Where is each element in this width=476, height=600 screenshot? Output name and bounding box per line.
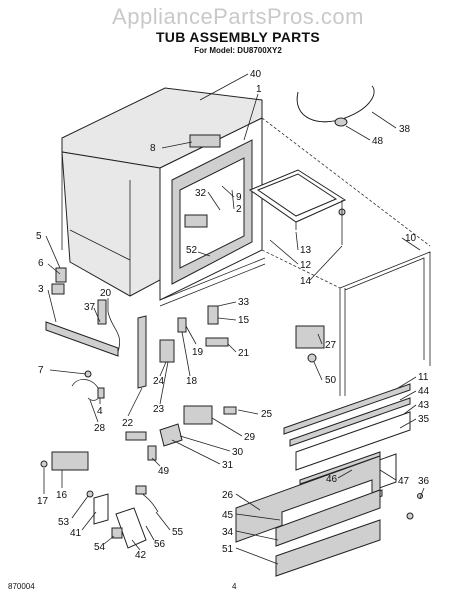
tub-cabinet [61, 87, 266, 307]
callout-label: 16 [56, 490, 68, 501]
callout-label: 5 [36, 231, 42, 242]
callout-label: 34 [222, 527, 234, 538]
callout-label: 33 [238, 297, 250, 308]
callout-label: 10 [405, 233, 417, 244]
hose-clamp [334, 117, 348, 127]
drain-hose [296, 85, 375, 123]
callout-label: 52 [186, 245, 198, 256]
callout-label: 53 [58, 517, 70, 528]
bracket-41 [93, 493, 109, 525]
callout-label: 7 [38, 365, 44, 376]
callout-label: 46 [326, 474, 338, 485]
callout-label: 23 [153, 404, 165, 415]
spring-28 [71, 379, 101, 401]
callout-label: 37 [84, 302, 96, 313]
valve-16 [51, 451, 89, 471]
callout-label: 41 [70, 528, 82, 539]
callout-label: 8 [150, 143, 156, 154]
part-29 [183, 405, 213, 425]
callout-label: 15 [238, 315, 250, 326]
callout-label: 54 [94, 542, 106, 553]
callout-label: 20 [100, 288, 112, 299]
callout-label: 27 [325, 340, 337, 351]
callout-label: 35 [418, 414, 430, 425]
callout-label: 55 [172, 527, 184, 538]
callout-label: 50 [325, 375, 337, 386]
callout-label: 11 [418, 372, 429, 383]
part-22 [137, 315, 147, 389]
panel-11 [283, 383, 411, 435]
watermark: AppliancePartsPros.com [112, 4, 364, 29]
callout-label: 6 [38, 258, 44, 269]
callout-label: 40 [250, 69, 262, 80]
callout-label: 31 [222, 460, 234, 471]
callout-label: 18 [186, 376, 198, 387]
callout-label: 43 [418, 400, 430, 411]
callout-label: 48 [372, 136, 384, 147]
callout-label: 30 [232, 447, 244, 458]
callout-label: 13 [300, 245, 312, 256]
callout-label: 9 [236, 192, 242, 203]
panel-51 [275, 519, 381, 577]
callout-label: 44 [418, 386, 430, 397]
callout-label: 51 [222, 544, 234, 555]
callout-label: 22 [122, 418, 134, 429]
callout-label: 28 [94, 423, 106, 434]
part-23 [159, 339, 175, 363]
callout-label: 2 [236, 204, 242, 215]
callout-label: 14 [300, 276, 312, 287]
callout-label: 24 [153, 376, 165, 387]
callout-label: 26 [222, 490, 234, 501]
footer-code: 870004 [8, 582, 35, 591]
callout-label: 45 [222, 510, 234, 521]
part-3-rail [45, 321, 119, 357]
callout-labels: 40 1 38 48 8 9 2 32 10 13 12 14 52 5 6 3… [36, 69, 430, 561]
callout-label: 47 [398, 476, 410, 487]
part-6 [55, 267, 67, 283]
callout-label: 56 [154, 539, 166, 550]
page-title: TUB ASSEMBLY PARTS [155, 29, 321, 45]
page-number: 4 [232, 582, 237, 591]
callout-label: 36 [418, 476, 430, 487]
tub-frame [339, 251, 431, 396]
callout-label: 12 [300, 260, 312, 271]
model-line: For Model: DU8700XY2 [194, 46, 282, 55]
callout-label: 42 [135, 550, 147, 561]
callout-label: 1 [256, 84, 262, 95]
leader-lines [43, 73, 425, 565]
callout-label: 21 [238, 348, 250, 359]
callout-label: 17 [37, 496, 49, 507]
callout-label: 38 [399, 124, 411, 135]
callout-label: 32 [195, 188, 207, 199]
callout-label: 19 [192, 347, 204, 358]
callout-label: 49 [158, 466, 170, 477]
callout-label: 25 [261, 409, 273, 420]
callout-label: 3 [38, 284, 44, 295]
callout-label: 4 [97, 406, 103, 417]
callout-label: 29 [244, 432, 256, 443]
